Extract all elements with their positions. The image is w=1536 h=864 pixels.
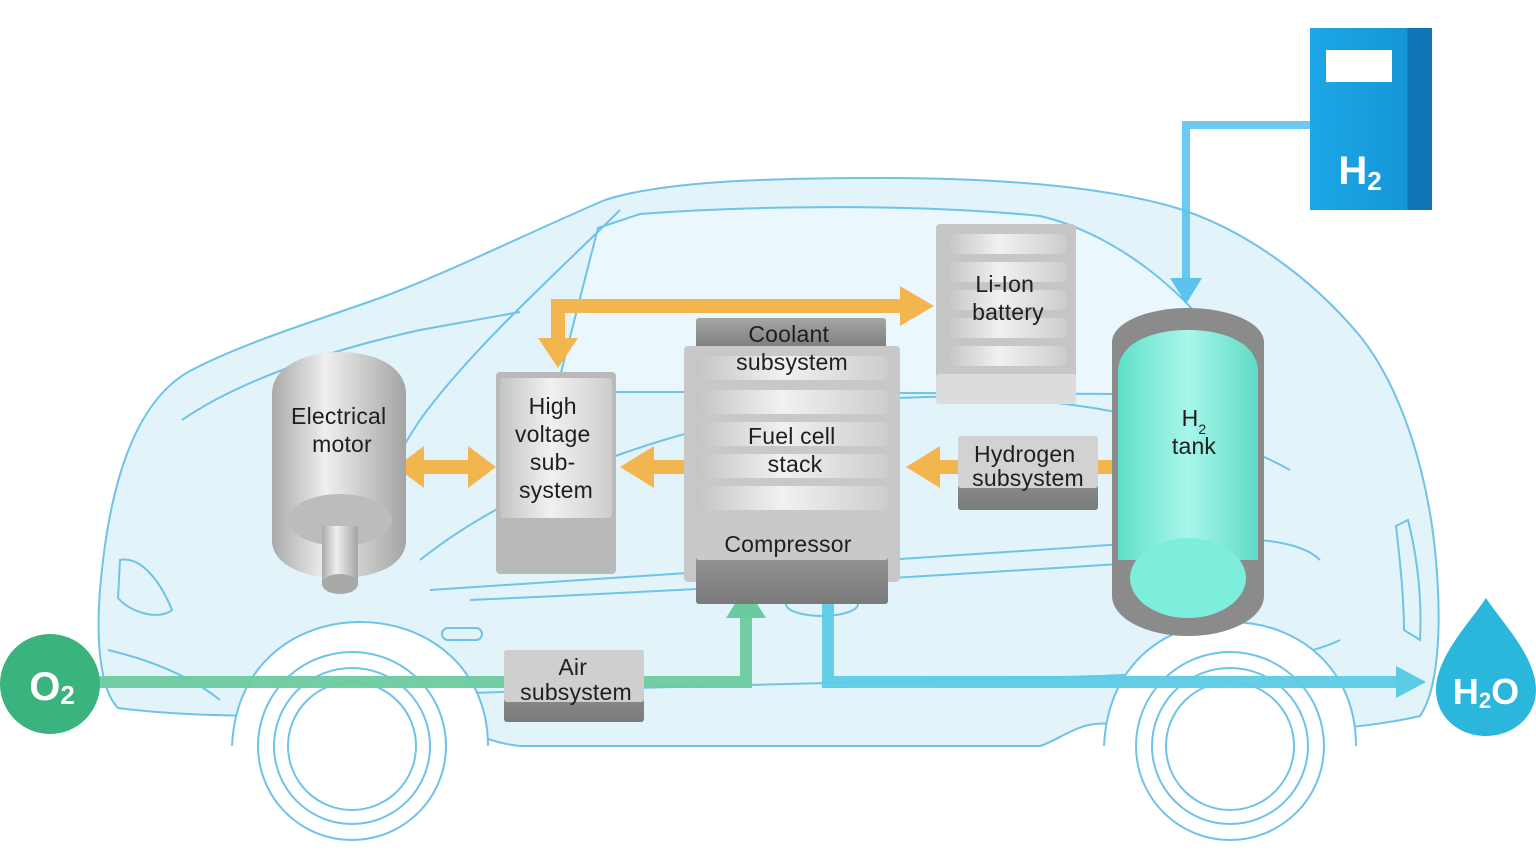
h2-station-label: H2 bbox=[1338, 149, 1381, 196]
fuel-cell-label: Fuel cell stack bbox=[748, 423, 842, 477]
hydrogen-supply-pipe bbox=[1170, 121, 1312, 304]
headlight bbox=[116, 558, 174, 616]
air-subsystem: Air subsystem bbox=[504, 650, 644, 722]
electric-flow-arrows bbox=[396, 286, 1116, 488]
rear-wheel bbox=[1103, 620, 1357, 841]
front-bumper bbox=[107, 649, 221, 701]
h2-tank-label: H2 bbox=[1182, 405, 1207, 437]
h2-tank-label-line2: tank bbox=[1172, 433, 1217, 459]
h2o-label: H2O bbox=[1453, 671, 1519, 713]
station-display bbox=[1326, 50, 1392, 82]
taillight bbox=[1394, 518, 1422, 642]
coolant-label: Coolant subsystem bbox=[736, 321, 848, 375]
electrical-motor: Electrical motor bbox=[272, 352, 406, 594]
o2-label: O2 bbox=[29, 665, 75, 710]
high-voltage-label: High voltage sub- system bbox=[515, 393, 597, 503]
o2-source: O2 bbox=[0, 634, 100, 734]
water-flow-line bbox=[822, 592, 1426, 698]
battery-label: Li-Ion battery bbox=[972, 271, 1044, 325]
hydrogen-subsystem: Hydrogen subsystem bbox=[958, 436, 1098, 510]
electrical-motor-label: Electrical motor bbox=[291, 403, 393, 457]
coolant-subsystem bbox=[696, 318, 886, 350]
fuel-cell-plates bbox=[696, 356, 888, 510]
door-handle bbox=[441, 627, 483, 641]
h2-station: H2 bbox=[1310, 28, 1432, 210]
door-line-2 bbox=[429, 537, 1321, 591]
hydrogen-subsystem-label: Hydrogen subsystem bbox=[972, 441, 1084, 491]
li-ion-battery: Li-Ion battery bbox=[936, 224, 1076, 404]
air-subsystem-label: Air subsystem bbox=[520, 654, 632, 705]
compressor-label: Compressor bbox=[724, 531, 851, 557]
h2o-drop: H2O bbox=[1436, 598, 1536, 736]
front-wheel bbox=[231, 620, 489, 841]
high-voltage-subsystem: High voltage sub- system bbox=[496, 372, 616, 574]
h2-tank: H2 tank bbox=[1112, 308, 1264, 636]
fuel-cell-assembly: Coolant subsystem Fuel cell stack Compre… bbox=[684, 318, 900, 604]
